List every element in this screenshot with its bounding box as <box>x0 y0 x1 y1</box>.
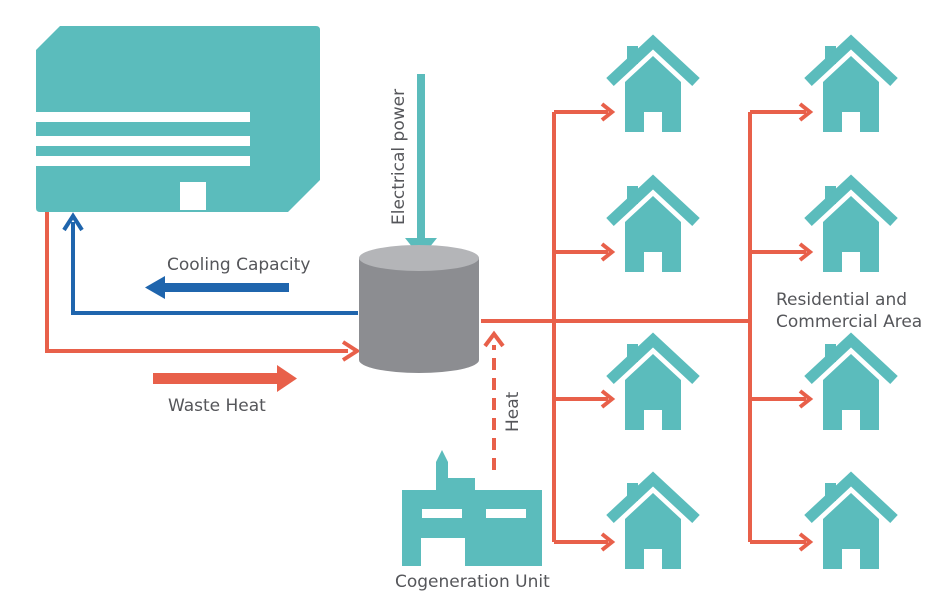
area-label-line2: Commercial Area <box>776 312 922 332</box>
cogeneration-unit-icon <box>402 450 542 566</box>
data-center-icon <box>36 26 320 212</box>
cooling-capacity-arrow <box>145 276 289 299</box>
cogeneration-unit-label: Cogeneration Unit <box>395 572 550 592</box>
waste-heat-arrow <box>153 365 297 392</box>
house-icon <box>808 42 894 132</box>
area-label-line1: Residential and <box>776 290 907 310</box>
electrical-power-label: Electrical power <box>389 89 409 225</box>
storage-tank-icon <box>359 245 479 373</box>
house-icon <box>808 182 894 272</box>
house-icon <box>610 182 696 272</box>
house-icon <box>808 340 894 430</box>
house-icon <box>610 479 696 569</box>
house-icon <box>808 479 894 569</box>
waste-heat-label: Waste Heat <box>168 396 266 416</box>
cooling-capacity-label: Cooling Capacity <box>167 255 310 275</box>
heat-label: Heat <box>503 391 523 432</box>
electrical-power-arrow <box>405 74 437 258</box>
waste-heat-flow-line <box>45 212 361 362</box>
heat-distribution-network <box>481 102 814 552</box>
cooling-return-line <box>62 212 358 315</box>
house-icon <box>610 42 696 132</box>
heat-flow-arrow <box>483 330 505 470</box>
house-icon <box>610 340 696 430</box>
